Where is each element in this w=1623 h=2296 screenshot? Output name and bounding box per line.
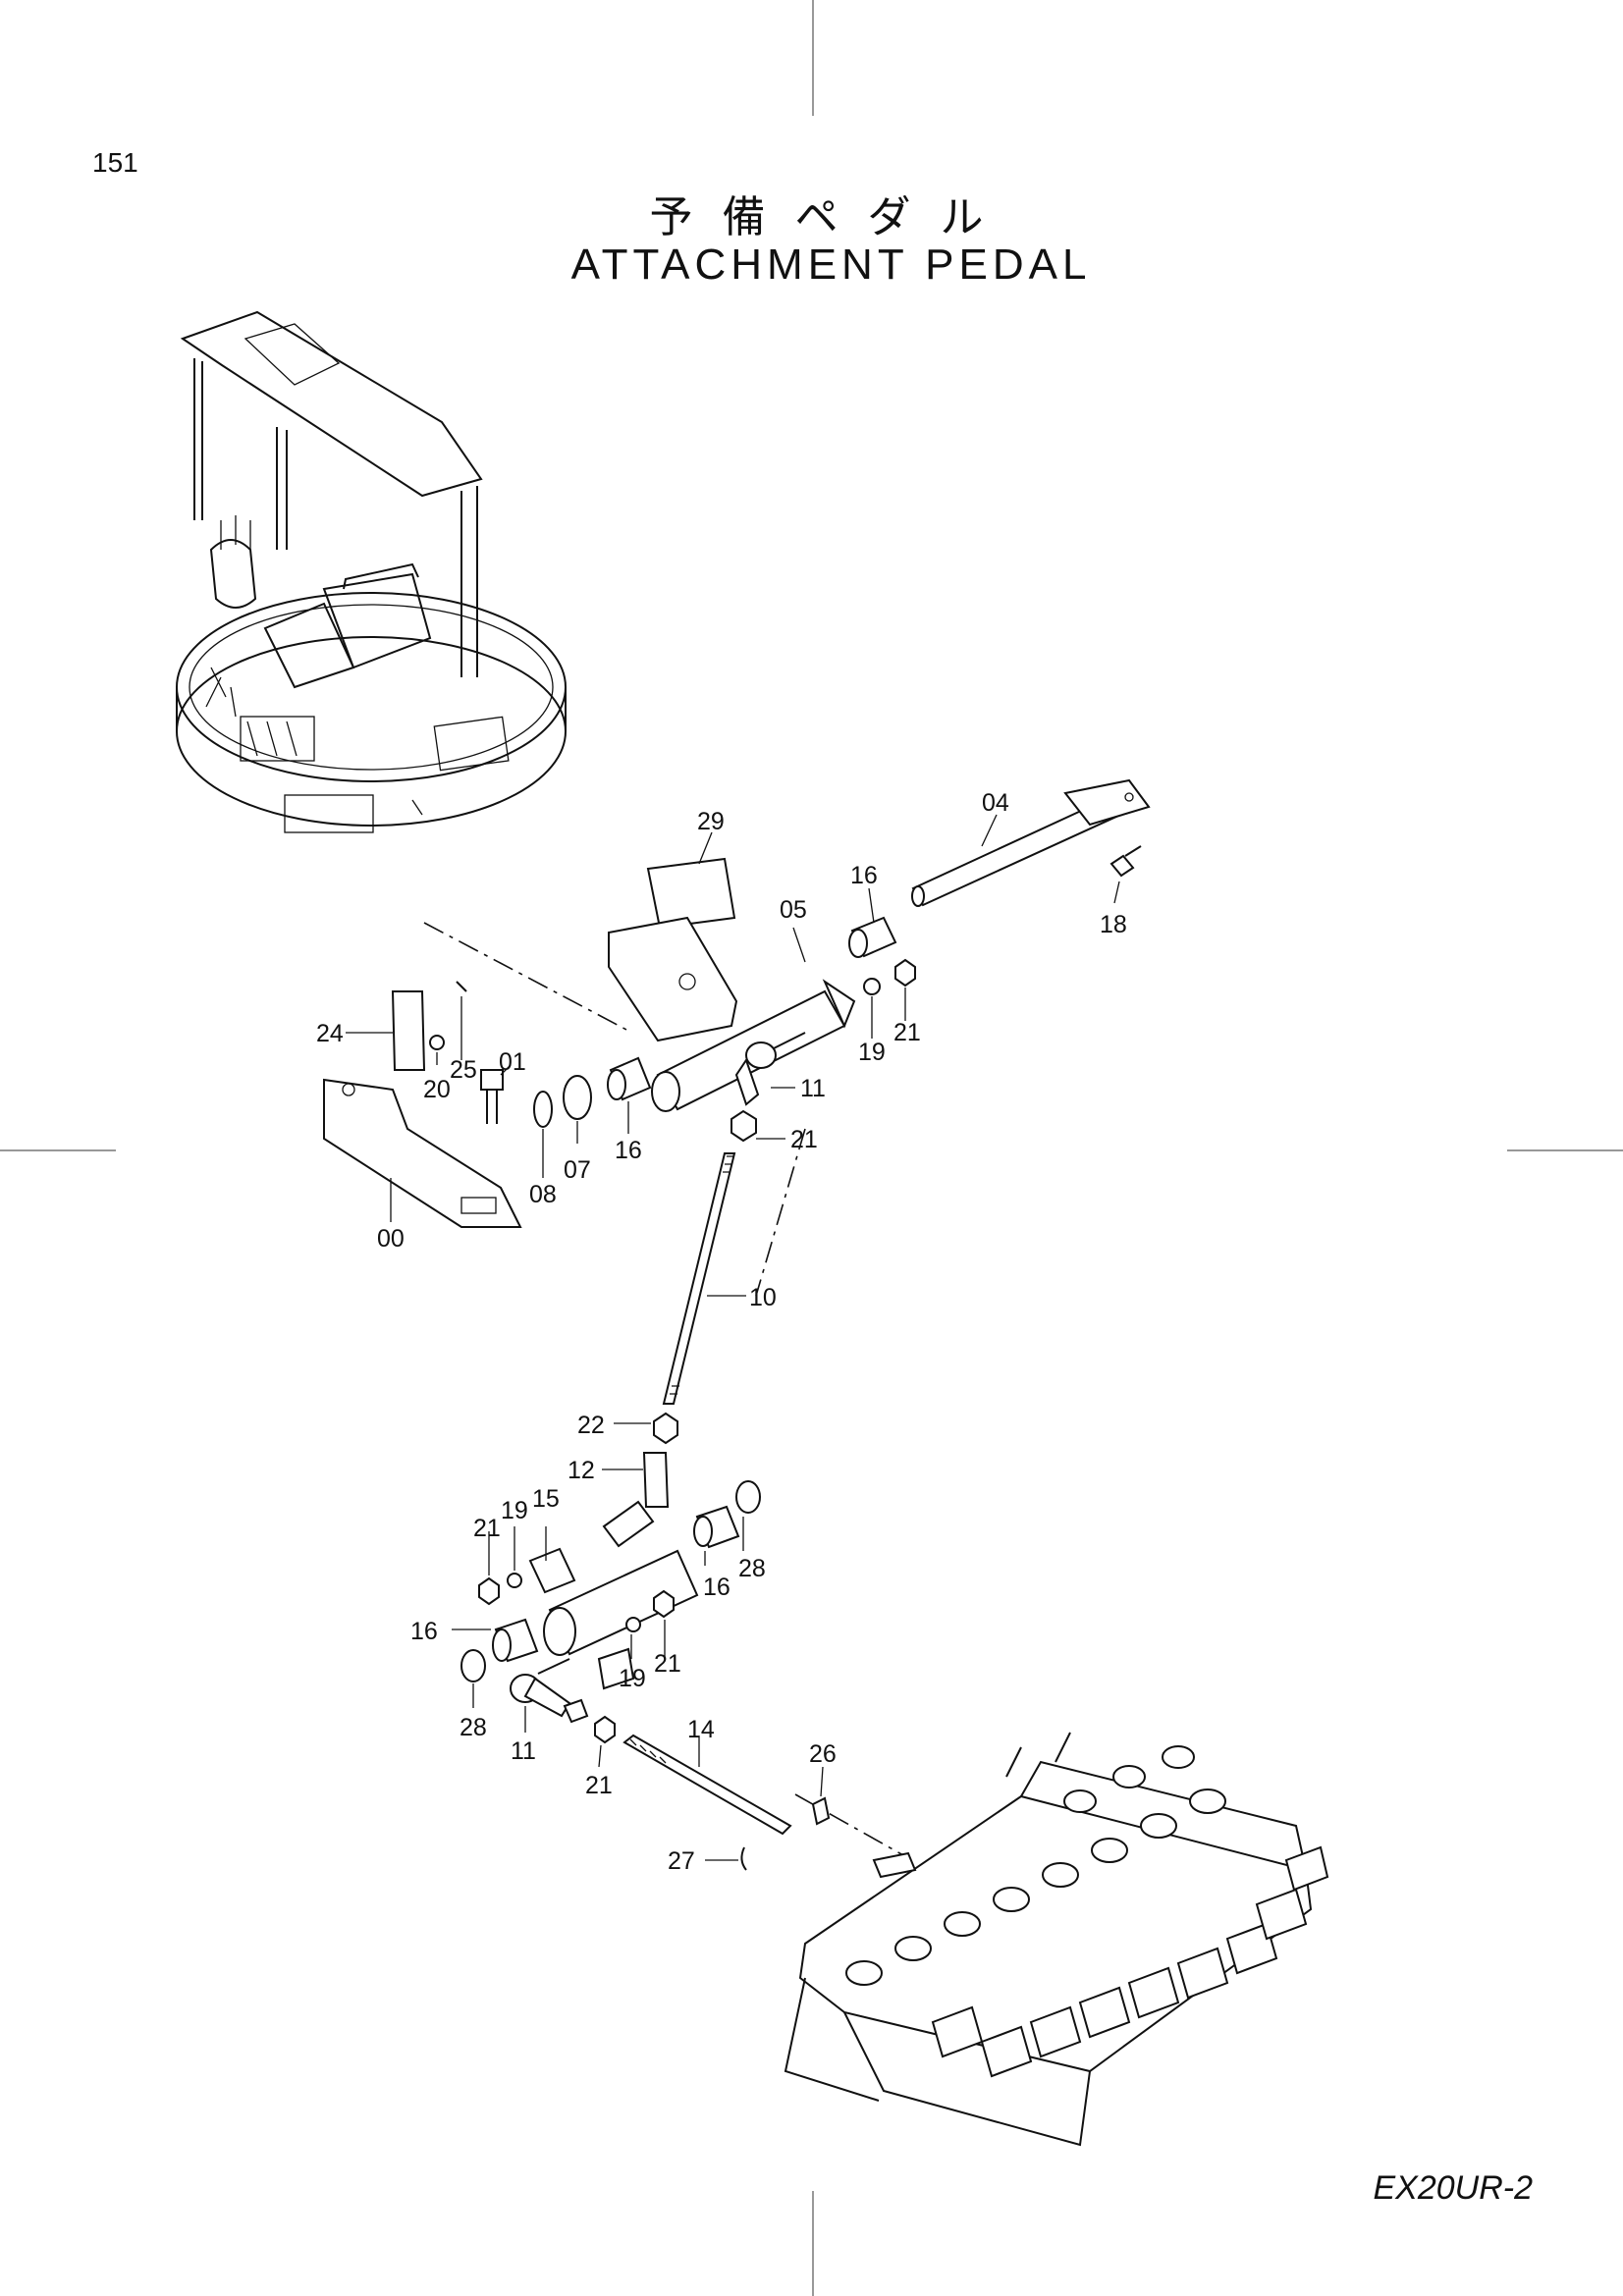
part-label-28-left: 28: [460, 1714, 487, 1741]
washer-19-upper: [863, 978, 881, 995]
shaft-04: [911, 778, 1151, 907]
part-label-25: 25: [450, 1056, 477, 1084]
model-code: EX20UR-2: [1373, 2169, 1533, 2207]
rod-end-11-upper: [734, 1032, 806, 1106]
bolt-18: [1109, 845, 1142, 878]
part-label-05: 05: [780, 896, 807, 924]
page-number: 151: [92, 147, 138, 178]
elbow-12: [602, 1452, 670, 1548]
part-label-12: 12: [568, 1457, 595, 1484]
part-label-21-lower-left: 21: [473, 1515, 501, 1542]
washer-20: [429, 1035, 445, 1050]
nut-21-mid: [730, 1109, 757, 1143]
part-label-18: 18: [1100, 911, 1127, 938]
part-label-28-right: 28: [738, 1555, 766, 1582]
pin-26: [811, 1796, 831, 1826]
part-label-21-mid: 21: [790, 1126, 818, 1153]
washer-19-lower-right: [625, 1617, 641, 1632]
part-label-16-right: 16: [703, 1574, 730, 1601]
bushing-16-upper: [848, 916, 897, 958]
bushing-16-right: [693, 1505, 740, 1549]
washer-28-right: [735, 1480, 761, 1514]
excavator-overview-illustration: [176, 310, 567, 833]
part-label-08: 08: [529, 1181, 557, 1208]
bolt-01: [480, 1069, 504, 1124]
tube-15: [528, 1547, 699, 1690]
part-label-19-lower-right: 19: [619, 1665, 646, 1692]
nut-21-lower-right: [653, 1589, 675, 1619]
part-label-16-upper: 16: [850, 862, 878, 889]
pin-25: [456, 981, 467, 992]
part-label-07: 07: [564, 1156, 591, 1184]
part-label-01: 01: [499, 1048, 526, 1076]
title-japanese: 予備ペダル: [649, 192, 1013, 242]
part-label-16-middle: 16: [615, 1137, 642, 1164]
part-label-29: 29: [697, 808, 725, 835]
bushing-16-middle: [607, 1056, 652, 1101]
plate-29: [646, 857, 736, 930]
part-label-21-upper: 21: [893, 1019, 921, 1046]
leader-lines: [346, 814, 1120, 1861]
part-label-04: 04: [982, 789, 1009, 817]
title-english: ATTACHMENT PEDAL: [570, 240, 1092, 289]
rod-14: [622, 1734, 792, 1836]
nut-22: [653, 1412, 678, 1445]
part-label-15: 15: [532, 1485, 560, 1513]
washer-28-left: [460, 1649, 486, 1682]
snap-ring-08: [533, 1091, 553, 1128]
guide-line-pedal-to-bracket: [423, 922, 629, 1032]
part-label-21-lower-right: 21: [654, 1650, 681, 1678]
guide-line-rod14-to-valve: [794, 1793, 904, 1856]
part-label-11-lower: 11: [511, 1737, 536, 1765]
part-label-16-left: 16: [410, 1618, 438, 1645]
nut-21-lower-left: [478, 1576, 500, 1606]
part-labels: 29 04 16 05 18 19 21 11 21 24 20 25 01 0…: [316, 789, 1127, 1875]
part-label-11-upper: 11: [800, 1075, 826, 1102]
part-label-26: 26: [809, 1740, 837, 1768]
part-label-19-upper: 19: [858, 1039, 886, 1066]
part-label-10: 10: [749, 1284, 777, 1311]
nut-21-upper: [894, 958, 916, 988]
part-label-00: 00: [377, 1225, 405, 1253]
clip-27: [740, 1846, 747, 1871]
part-label-19-lower-left: 19: [501, 1497, 528, 1524]
part-label-22: 22: [577, 1412, 605, 1439]
bushing-16-left: [492, 1618, 539, 1663]
part-label-27: 27: [668, 1847, 695, 1875]
part-label-21-bottom: 21: [585, 1772, 613, 1799]
part-label-14: 14: [687, 1716, 715, 1743]
rod-end-11-lower: [510, 1658, 589, 1724]
plate-24: [391, 990, 426, 1071]
bracket-00: [323, 1078, 522, 1228]
control-valve-illustration: [784, 1732, 1329, 2147]
rod-10: [662, 1152, 736, 1405]
part-label-24: 24: [316, 1020, 344, 1047]
guide-line-rod-to-valve: [755, 1128, 806, 1297]
part-label-20: 20: [423, 1076, 451, 1103]
washer-19-lower-left: [507, 1573, 522, 1588]
washer-07: [563, 1075, 592, 1120]
nut-21-bottom: [594, 1715, 616, 1744]
